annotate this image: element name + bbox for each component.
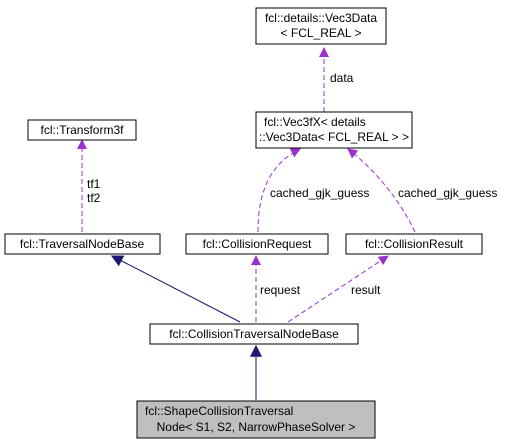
edge-label-result: result xyxy=(351,283,381,297)
node-collision-traversal-node-base[interactable]: fcl::CollisionTraversalNodeBase xyxy=(149,323,359,345)
node-vec3data[interactable]: fcl::details::Vec3Data < FCL_REAL > xyxy=(255,7,387,45)
edge-label-request: request xyxy=(260,283,301,297)
edge-inherit-traversal xyxy=(110,255,241,323)
edge-label-tf2: tf2 xyxy=(87,191,101,205)
node-transform3f[interactable]: fcl::Transform3f xyxy=(27,119,137,141)
node-collision-result[interactable]: fcl::CollisionResult xyxy=(345,233,483,255)
edge-cached-gjk-result xyxy=(347,148,416,233)
node-traversal-node-base-label: fcl::TraversalNodeBase xyxy=(20,237,145,251)
node-shape-collision-line2: Node< S1, S2, NarrowPhaseSolver > xyxy=(157,420,356,434)
edge-cached-gjk-request xyxy=(257,148,301,233)
node-shape-collision-line1: fcl::ShapeCollisionTraversal xyxy=(145,404,293,418)
node-collision-request[interactable]: fcl::CollisionRequest xyxy=(185,233,329,255)
edge-label-tf1: tf1 xyxy=(87,177,101,191)
node-vec3fx-line2: ::Vec3Data< FCL_REAL > > xyxy=(259,130,409,144)
edge-label-cached-request: cached_gjk_guess xyxy=(270,186,369,200)
node-vec3fx-line1: fcl::Vec3fX< details xyxy=(264,115,366,129)
node-transform3f-label: fcl::Transform3f xyxy=(41,123,125,137)
edge-label-data: data xyxy=(330,71,354,85)
node-vec3data-line1: fcl::details::Vec3Data xyxy=(265,11,377,25)
node-collision-request-label: fcl::CollisionRequest xyxy=(203,237,312,251)
node-traversal-node-base[interactable]: fcl::TraversalNodeBase xyxy=(4,233,161,255)
edges: data tf1 tf2 cached_gjk_guess cached_gjk… xyxy=(77,47,497,400)
node-collision-traversal-node-base-label: fcl::CollisionTraversalNodeBase xyxy=(169,327,339,341)
node-collision-result-label: fcl::CollisionResult xyxy=(365,237,464,251)
edge-result xyxy=(287,255,389,323)
node-vec3fx[interactable]: fcl::Vec3fX< details ::Vec3Data< FCL_REA… xyxy=(255,111,413,149)
node-vec3data-line2: < FCL_REAL > xyxy=(281,26,362,40)
node-shape-collision-traversal-node[interactable]: fcl::ShapeCollisionTraversal Node< S1, S… xyxy=(136,400,376,439)
edge-label-cached-result: cached_gjk_guess xyxy=(398,186,497,200)
